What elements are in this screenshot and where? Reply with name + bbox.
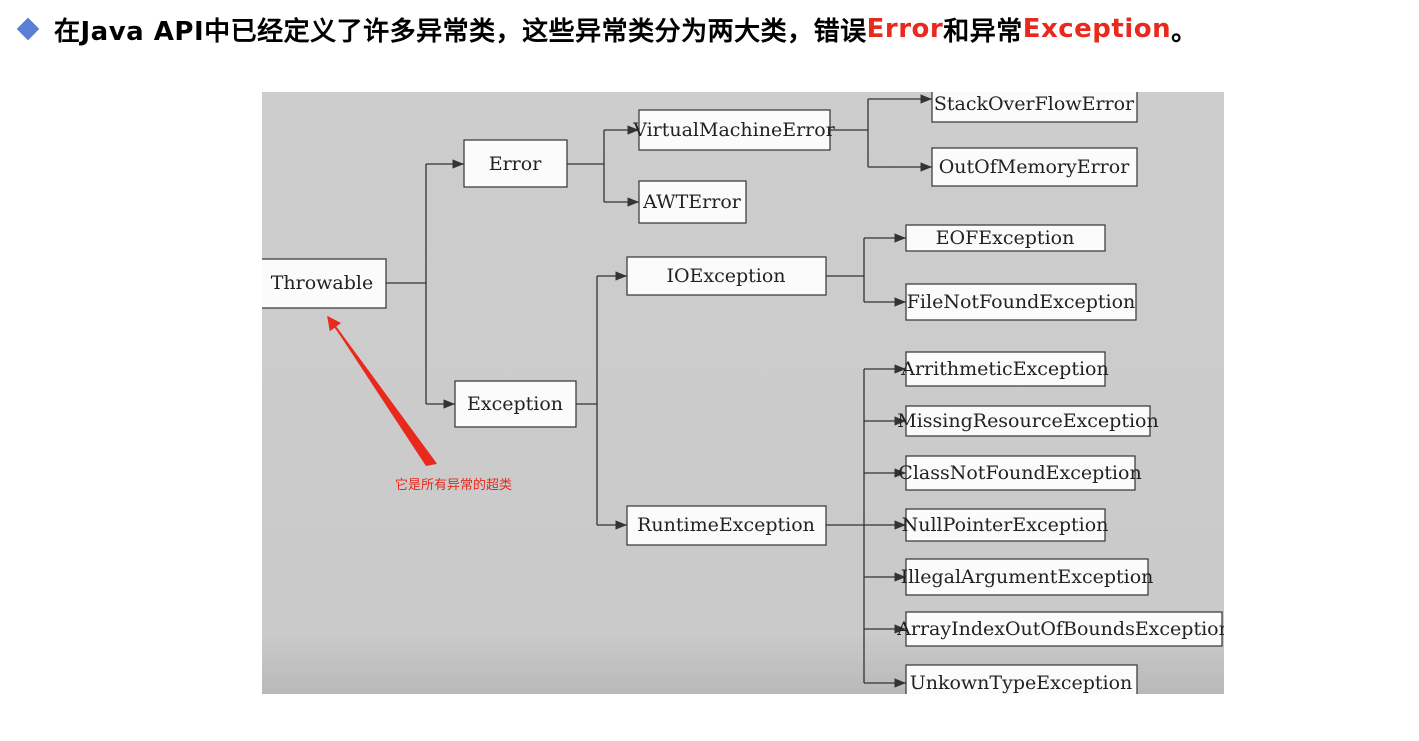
node-unknown-type-exception-label: UnkownTypeException	[910, 672, 1133, 694]
node-file-not-found-exception: FileNotFoundException	[905, 283, 1137, 321]
node-virtual-machine-error-label: VirtualMachineError	[632, 119, 836, 141]
node-null-pointer-exception-label: NullPointerException	[902, 514, 1109, 536]
heading-error-word: Error	[866, 14, 944, 44]
node-out-of-memory-error-label: OutOfMemoryError	[939, 156, 1131, 178]
annotation-label: 它是所有异常的超类	[395, 477, 512, 493]
node-stack-overflow-error: StackOverFlowError	[931, 92, 1138, 123]
node-unknown-type-exception: UnkownTypeException	[905, 664, 1138, 694]
node-io-exception-label: IOException	[666, 265, 785, 287]
node-throwable: Throwable	[262, 258, 387, 309]
node-exception: Exception	[454, 380, 577, 428]
node-error: Error	[463, 139, 568, 188]
node-class-not-found-exception-label: ClassNotFoundException	[898, 462, 1141, 484]
annotation-arrow	[327, 315, 437, 466]
exception-hierarchy-diagram: Throwable Error VirtualMachineError AWTE…	[262, 92, 1224, 694]
node-virtual-machine-error: VirtualMachineError	[632, 109, 836, 151]
node-class-not-found-exception: ClassNotFoundException	[898, 455, 1142, 491]
node-array-index-out-of-bounds-exception-label: ArrayIndexOutOfBoundsException	[896, 618, 1224, 640]
page-heading: 在Java API中已经定义了许多异常类，这些异常类分为两大类，错误 Error…	[14, 8, 1198, 50]
node-file-not-found-exception-label: FileNotFoundException	[907, 291, 1136, 313]
node-stack-overflow-error-label: StackOverFlowError	[934, 93, 1135, 115]
node-null-pointer-exception: NullPointerException	[902, 508, 1109, 542]
heading-text-before: 在Java API中已经定义了许多异常类，这些异常类分为两大类，错误	[54, 16, 867, 47]
diamond-bullet-icon	[16, 17, 40, 41]
node-missing-resource-exception: MissingResourceException	[897, 405, 1159, 437]
heading-text-end: 。	[1171, 16, 1198, 47]
node-illegal-argument-exception: IllegalArgumentException	[901, 558, 1154, 596]
node-eof-exception-label: EOFException	[936, 227, 1075, 249]
node-out-of-memory-error: OutOfMemoryError	[931, 147, 1138, 187]
heading-text-middle: 和异常	[943, 16, 1023, 47]
node-awt-error-label: AWTError	[642, 191, 742, 213]
node-arithmetic-exception: ArrithmeticException	[900, 351, 1109, 387]
node-eof-exception: EOFException	[905, 224, 1106, 252]
node-exception-label: Exception	[467, 393, 563, 415]
connector-lines	[386, 94, 932, 688]
node-runtime-exception: RuntimeException	[626, 505, 827, 546]
node-throwable-label: Throwable	[271, 272, 374, 294]
node-illegal-argument-exception-label: IllegalArgumentException	[901, 566, 1154, 588]
heading-exception-word: Exception	[1022, 14, 1172, 44]
node-io-exception: IOException	[626, 256, 827, 296]
node-awt-error: AWTError	[638, 180, 747, 224]
node-array-index-out-of-bounds-exception: ArrayIndexOutOfBoundsException	[896, 611, 1224, 647]
node-arithmetic-exception-label: ArrithmeticException	[900, 358, 1108, 380]
node-runtime-exception-label: RuntimeException	[637, 514, 815, 536]
node-error-label: Error	[489, 153, 542, 175]
node-missing-resource-exception-label: MissingResourceException	[897, 410, 1158, 432]
